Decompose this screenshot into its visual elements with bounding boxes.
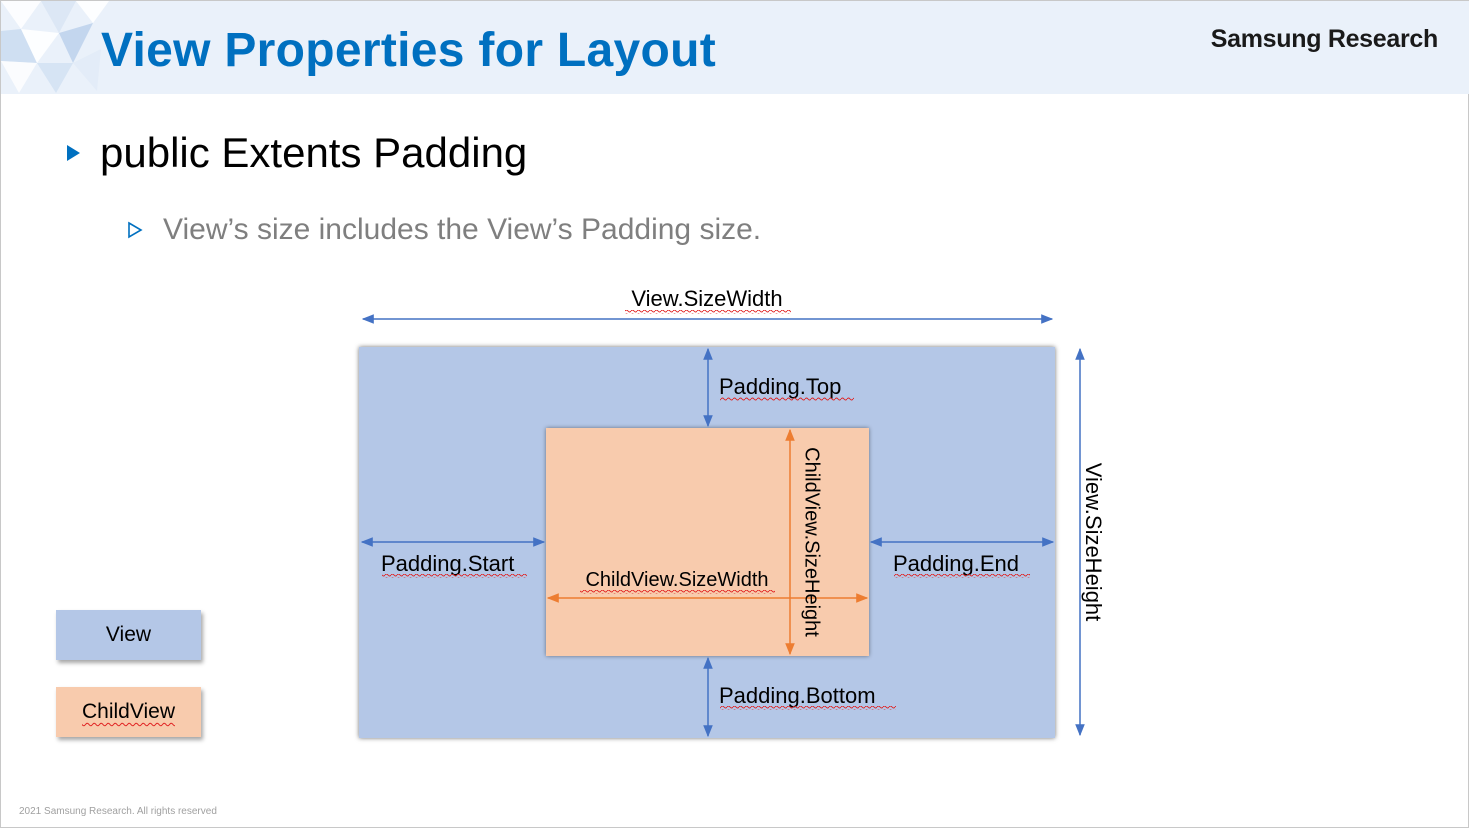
bullet-main: public Extents Padding: [67, 129, 527, 177]
padding-start-label: Padding.Start: [381, 551, 514, 576]
legend-childview-label: ChildView: [82, 700, 175, 723]
childview-rect: [546, 428, 869, 656]
page-title: View Properties for Layout: [101, 24, 717, 77]
padding-top-label: Padding.Top: [719, 374, 841, 399]
brand-logo-text: Samsung Research: [1210, 25, 1439, 53]
legend-childview: ChildView: [56, 687, 201, 737]
header-band: [1, 1, 1469, 94]
view-height-label: View.SizeHeight: [1081, 463, 1106, 622]
decorative-triangles-icon: [1, 1, 109, 93]
legend-view: View: [56, 610, 201, 660]
bullet-sub-text: View’s size includes the View’s Padding …: [163, 213, 762, 246]
childview-height-label: ChildView.SizeHeight: [801, 447, 823, 637]
padding-end-label: Padding.End: [893, 551, 1019, 576]
bullet-main-text: public Extents Padding: [100, 129, 528, 176]
bullet-triangle-icon: [67, 145, 80, 161]
view-width-label: View.SizeWidth: [631, 286, 782, 311]
legend-view-label: View: [105, 623, 152, 646]
footer-copyright: 2021 Samsung Research. All rights reserv…: [19, 806, 217, 817]
padding-bottom-label: Padding.Bottom: [719, 683, 876, 708]
bullet-sub: View’s size includes the View’s Padding …: [127, 213, 761, 247]
childview-width-label: ChildView.SizeWidth: [585, 569, 768, 591]
bullet-outline-triangle-icon: [128, 221, 143, 239]
